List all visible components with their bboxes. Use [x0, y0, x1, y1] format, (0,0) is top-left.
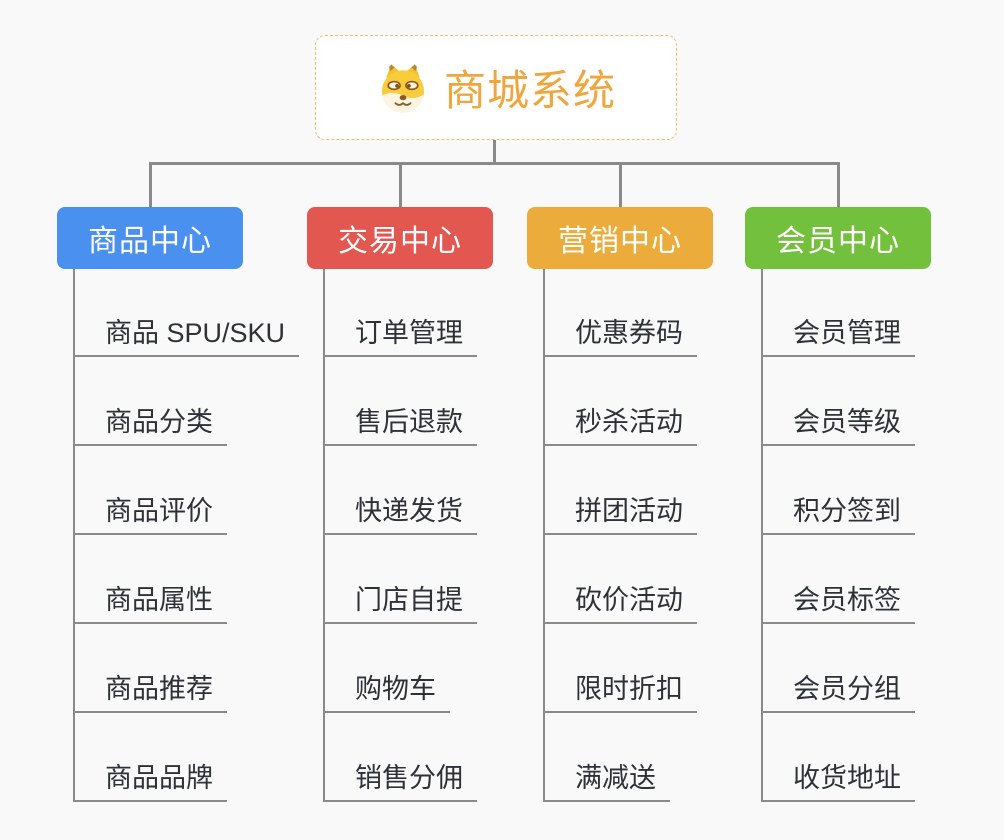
leaf-node[interactable]: 订单管理 [323, 311, 477, 357]
leaf-node[interactable]: 商品属性 [73, 578, 227, 624]
leaf-node[interactable]: 销售分佣 [323, 756, 477, 802]
connector-horizontal [149, 162, 840, 165]
connector-root-drop [493, 140, 496, 164]
branch-spine [73, 269, 75, 802]
leaf-node[interactable]: 满减送 [543, 756, 670, 802]
leaf-node[interactable]: 商品 SPU/SKU [73, 311, 300, 357]
branch-header-member-center[interactable]: 会员中心 [745, 207, 931, 269]
leaf-node[interactable]: 商品分类 [73, 400, 227, 446]
connector-drop-1 [149, 162, 152, 208]
branch-header-marketing-center[interactable]: 营销中心 [527, 207, 713, 269]
leaf-node[interactable]: 商品品牌 [73, 756, 227, 802]
leaf-node[interactable]: 购物车 [323, 667, 450, 713]
leaf-node[interactable]: 会员标签 [761, 578, 915, 624]
root-title: 商城系统 [443, 67, 616, 114]
leaf-node[interactable]: 会员管理 [761, 311, 915, 357]
leaf-node[interactable]: 会员分组 [761, 667, 915, 713]
doge-icon [381, 63, 425, 112]
leaf-node[interactable]: 快递发货 [323, 489, 477, 535]
branch-header-trade-center[interactable]: 交易中心 [307, 207, 493, 269]
branch-member-center: 会员中心 会员管理 会员等级 积分签到 会员标签 会员分组 收货地址 [745, 0, 995, 840]
leaf-node[interactable]: 收货地址 [761, 756, 915, 802]
leaf-node[interactable]: 售后退款 [323, 400, 477, 446]
branch-header-product-center[interactable]: 商品中心 [57, 207, 243, 269]
branch-product-center: 商品中心 商品 SPU/SKU 商品分类 商品评价 商品属性 商品推荐 商品品牌 [57, 0, 307, 840]
connector-drop-3 [619, 162, 622, 208]
connector-drop-2 [399, 162, 402, 208]
leaf-node[interactable]: 拼团活动 [543, 489, 697, 535]
root-node[interactable]: 商城系统 [315, 35, 677, 140]
leaf-node[interactable]: 秒杀活动 [543, 400, 697, 446]
leaf-node[interactable]: 优惠券码 [543, 311, 697, 357]
leaf-node[interactable]: 门店自提 [323, 578, 477, 624]
branch-spine [761, 269, 763, 802]
leaf-node[interactable]: 商品评价 [73, 489, 227, 535]
leaf-node[interactable]: 砍价活动 [543, 578, 697, 624]
leaf-node[interactable]: 限时折扣 [543, 667, 697, 713]
leaf-node[interactable]: 会员等级 [761, 400, 915, 446]
leaf-node[interactable]: 积分签到 [761, 489, 915, 535]
branch-marketing-center: 营销中心 优惠券码 秒杀活动 拼团活动 砍价活动 限时折扣 满减送 [527, 0, 777, 840]
leaf-node[interactable]: 商品推荐 [73, 667, 227, 713]
branch-spine [323, 269, 325, 802]
branch-spine [543, 269, 545, 802]
connector-drop-4 [837, 162, 840, 208]
branch-trade-center: 交易中心 订单管理 售后退款 快递发货 门店自提 购物车 销售分佣 [307, 0, 557, 840]
